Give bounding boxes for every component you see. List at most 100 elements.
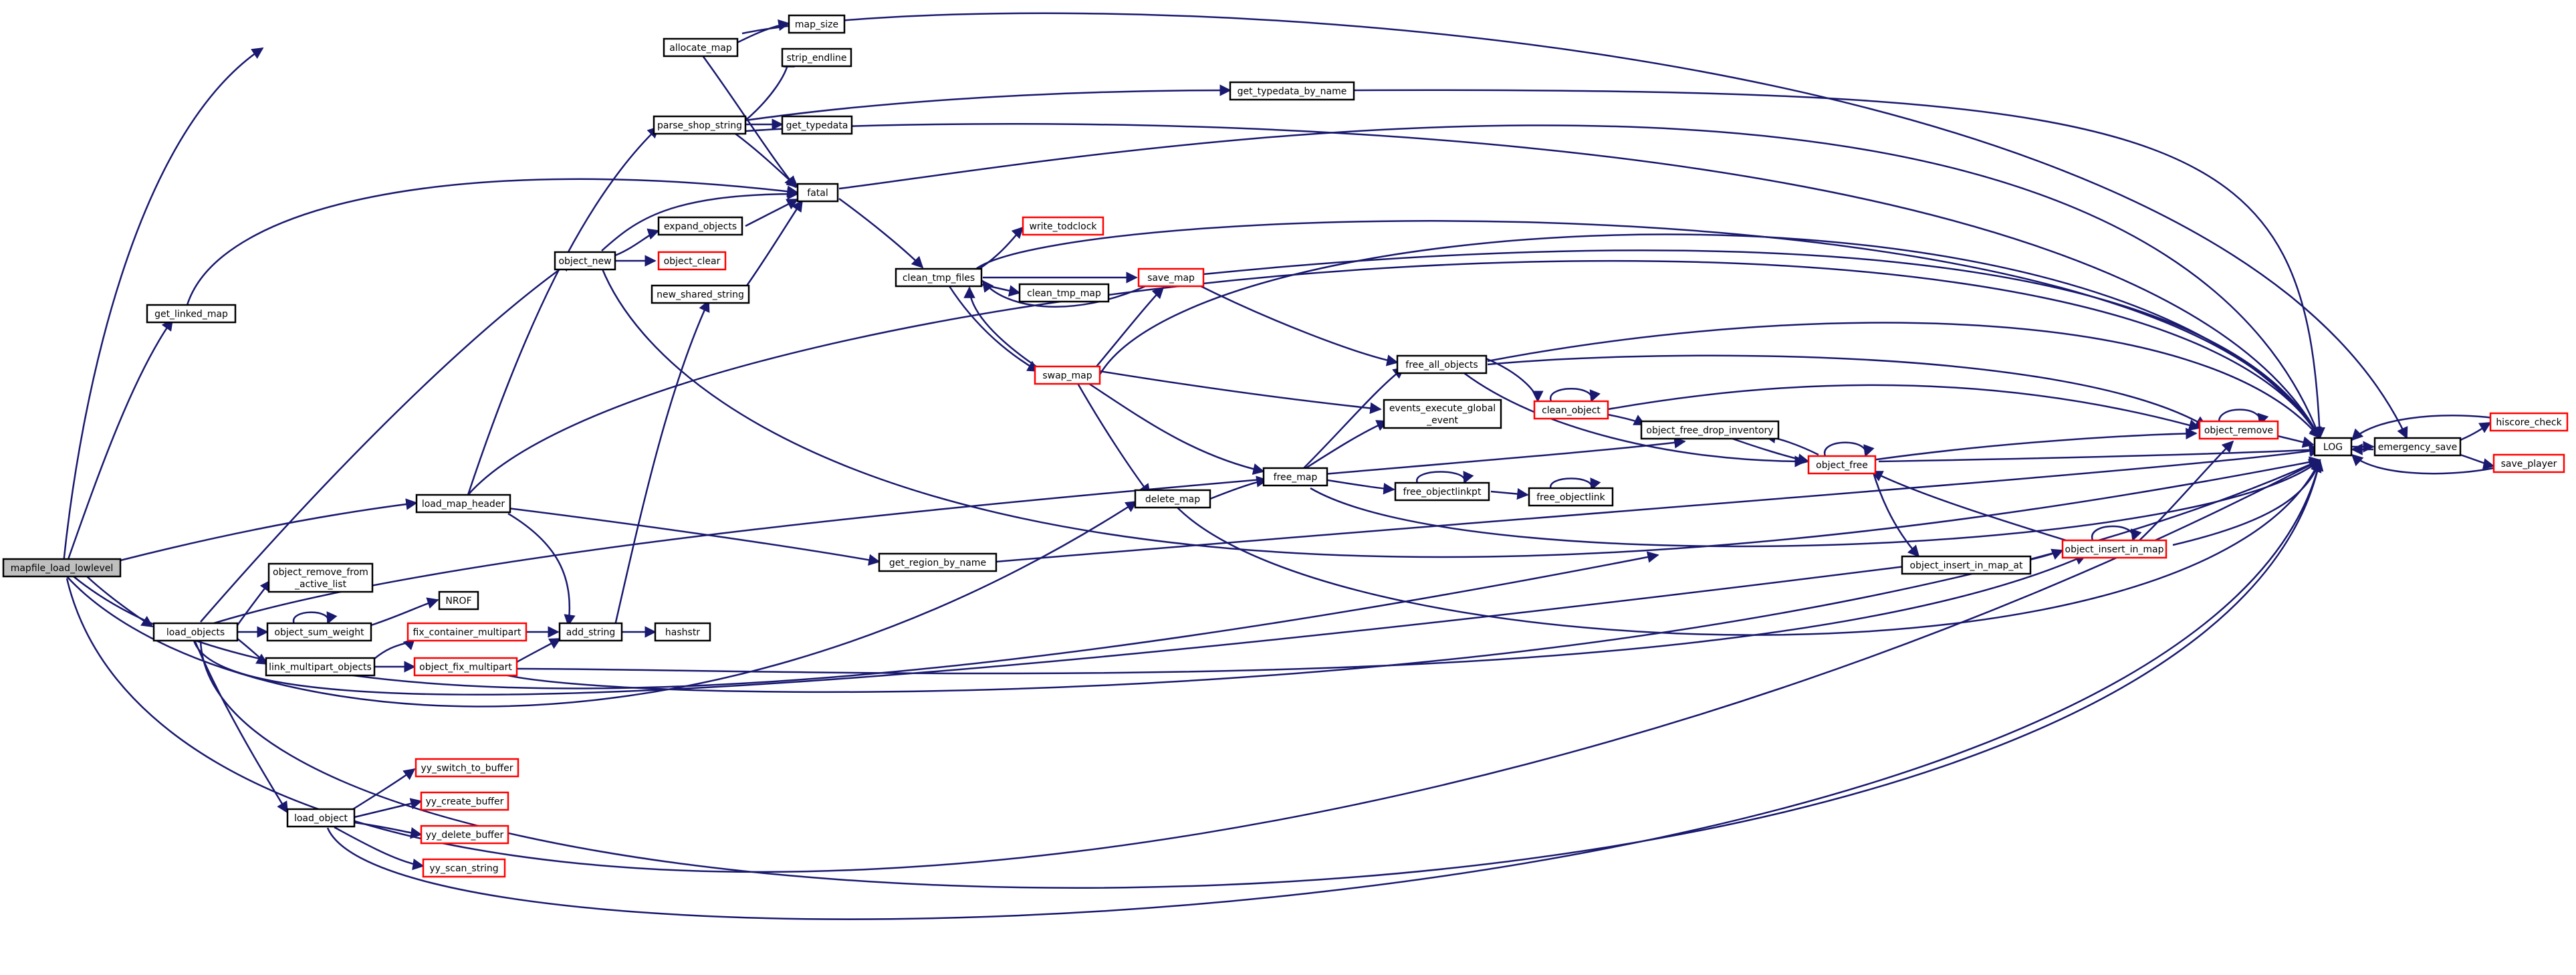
node-label: hashstr bbox=[665, 627, 700, 638]
node-label: allocate_map bbox=[669, 43, 732, 53]
node-label: clean_object bbox=[1542, 405, 1601, 416]
node-get-typedata-by-name[interactable]: get_typedata_by_name bbox=[1229, 81, 1355, 101]
node-label: free_map bbox=[1274, 472, 1318, 483]
node-label: new_shared_string bbox=[657, 290, 744, 300]
node-label: load_objects bbox=[166, 627, 225, 638]
node-label: map_size bbox=[795, 19, 838, 30]
node-label: delete_map bbox=[1145, 494, 1200, 505]
node-write-todclock[interactable]: write_todclock bbox=[1022, 216, 1104, 236]
node-object-remove[interactable]: object_remove bbox=[2198, 420, 2279, 440]
node-label-line-2: _event bbox=[1426, 415, 1458, 426]
node-label: hiscore_check bbox=[2496, 417, 2562, 428]
node-label: object_clear bbox=[664, 256, 721, 267]
node-label: yy_create_buffer bbox=[426, 796, 504, 807]
node-label: free_objectlinkpt bbox=[1403, 487, 1482, 498]
node-parse-shop-string[interactable]: parse_shop_string bbox=[653, 115, 747, 135]
node-object-fix-multipart[interactable]: object_fix_multipart bbox=[413, 657, 518, 677]
node-label: LOG bbox=[2323, 442, 2343, 453]
node-load-object[interactable]: load_object bbox=[286, 808, 356, 828]
node-free-objectlinkpt[interactable]: free_objectlinkpt bbox=[1394, 481, 1490, 502]
node-label: yy_switch_to_buffer bbox=[421, 763, 513, 774]
node-free-all-objects[interactable]: free_all_objects bbox=[1396, 354, 1488, 374]
node-label: object_remove bbox=[2204, 425, 2273, 436]
node-object-insert-in-map-at[interactable]: object_insert_in_map_at bbox=[1901, 555, 2032, 575]
node-free-map[interactable]: free_map bbox=[1262, 467, 1328, 487]
node-label: parse_shop_string bbox=[657, 120, 742, 131]
node-get-region-by-name[interactable]: get_region_by_name bbox=[878, 552, 998, 572]
node-label: emergency_save bbox=[2378, 442, 2458, 453]
node-label: yy_scan_string bbox=[429, 863, 498, 874]
node-clean-tmp-map[interactable]: clean_tmp_map bbox=[1018, 283, 1110, 303]
node-yy-delete-buffer[interactable]: yy_delete_buffer bbox=[420, 825, 509, 845]
node-label: fatal bbox=[807, 188, 828, 199]
node-free-objectlink[interactable]: free_objectlink bbox=[1528, 487, 1614, 507]
node-label: save_map bbox=[1147, 273, 1195, 284]
node-label: swap_map bbox=[1042, 370, 1092, 381]
node-label: object_insert_in_map_at bbox=[1910, 560, 2024, 571]
node-yy-scan-string[interactable]: yy_scan_string bbox=[422, 858, 506, 878]
node-swap-map[interactable]: swap_map bbox=[1034, 365, 1101, 385]
node-clean-tmp-files[interactable]: clean_tmp_files bbox=[895, 267, 983, 288]
node-object-clear[interactable]: object_clear bbox=[657, 251, 727, 271]
node-get-linked-map[interactable]: get_linked_map bbox=[146, 304, 237, 324]
node-events-execute-global-event[interactable]: events_execute_global _event bbox=[1383, 399, 1502, 429]
node-save-map[interactable]: save_map bbox=[1137, 267, 1205, 288]
node-label: get_linked_map bbox=[154, 309, 228, 320]
node-clean-object[interactable]: clean_object bbox=[1533, 400, 1609, 420]
node-emergency-save[interactable]: emergency_save bbox=[2373, 437, 2462, 457]
node-label: get_region_by_name bbox=[889, 558, 986, 568]
node-object-free-drop-inventory[interactable]: object_free_drop_inventory bbox=[1640, 420, 1780, 440]
node-label: add_string bbox=[566, 627, 616, 638]
node-label-line-1: events_execute_global bbox=[1389, 403, 1496, 414]
node-yy-switch-to-buffer[interactable]: yy_switch_to_buffer bbox=[415, 758, 519, 778]
node-label: save_player bbox=[2501, 459, 2557, 469]
node-fatal[interactable]: fatal bbox=[796, 183, 839, 203]
node-label: NROF bbox=[445, 596, 471, 607]
node-label: clean_tmp_files bbox=[903, 273, 975, 284]
node-link-multipart-objects[interactable]: link_multipart_objects bbox=[265, 657, 376, 677]
node-save-player[interactable]: save_player bbox=[2492, 453, 2565, 473]
node-map-size[interactable]: map_size bbox=[788, 14, 846, 34]
node-hashstr[interactable]: hashstr bbox=[654, 622, 711, 642]
node-delete-map[interactable]: delete_map bbox=[1134, 489, 1211, 509]
node-label: clean_tmp_map bbox=[1027, 288, 1101, 299]
node-mapfile-load-lowlevel[interactable]: mapfile_load_lowlevel bbox=[2, 558, 122, 578]
node-label: object_new bbox=[558, 256, 611, 267]
node-hiscore-check[interactable]: hiscore_check bbox=[2489, 412, 2569, 432]
node-label: strip_endline bbox=[787, 53, 847, 64]
node-label: get_typedata bbox=[786, 120, 848, 131]
node-label: free_objectlink bbox=[1536, 492, 1605, 503]
node-load-objects[interactable]: load_objects bbox=[152, 622, 239, 642]
node-label: load_map_header bbox=[422, 499, 505, 510]
node-new-shared-string[interactable]: new_shared_string bbox=[651, 284, 750, 304]
node-object-new[interactable]: object_new bbox=[554, 251, 616, 271]
node-add-string[interactable]: add_string bbox=[558, 622, 623, 642]
node-label: free_all_objects bbox=[1405, 360, 1478, 370]
node-object-sum-weight[interactable]: object_sum_weight bbox=[266, 622, 372, 642]
node-label: object_sum_weight bbox=[274, 627, 364, 638]
node-get-typedata[interactable]: get_typedata bbox=[781, 115, 853, 135]
node-label: get_typedata_by_name bbox=[1238, 86, 1347, 97]
node-yy-create-buffer[interactable]: yy_create_buffer bbox=[420, 791, 509, 811]
node-label: object_insert_in_map bbox=[2065, 544, 2164, 555]
node-label: fix_container_multipart bbox=[413, 627, 521, 638]
node-fix-container-multipart[interactable]: fix_container_multipart bbox=[406, 622, 528, 642]
node-strip-endline[interactable]: strip_endline bbox=[781, 47, 852, 68]
node-label: mapfile_load_lowlevel bbox=[11, 563, 114, 574]
node-label-line-2: _active_list bbox=[294, 579, 347, 590]
node-nrof[interactable]: NROF bbox=[438, 590, 479, 611]
node-object-insert-in-map[interactable]: object_insert_in_map bbox=[2061, 539, 2168, 559]
node-label-line-1: object_remove_from bbox=[273, 567, 368, 578]
node-object-remove-from-active-list[interactable]: object_remove_from _active_list bbox=[267, 562, 374, 593]
node-label: expand_objects bbox=[664, 221, 737, 232]
node-allocate-map[interactable]: allocate_map bbox=[663, 37, 739, 58]
node-label: object_fix_multipart bbox=[419, 662, 512, 673]
node-label: object_free bbox=[1816, 460, 1868, 471]
node-load-map-header[interactable]: load_map_header bbox=[415, 494, 511, 514]
node-label: object_free_drop_inventory bbox=[1646, 425, 1773, 436]
node-object-free[interactable]: object_free bbox=[1807, 455, 1877, 475]
node-label: write_todclock bbox=[1029, 221, 1097, 232]
node-expand-objects[interactable]: expand_objects bbox=[657, 216, 743, 236]
node-log[interactable]: LOG bbox=[2313, 437, 2353, 457]
